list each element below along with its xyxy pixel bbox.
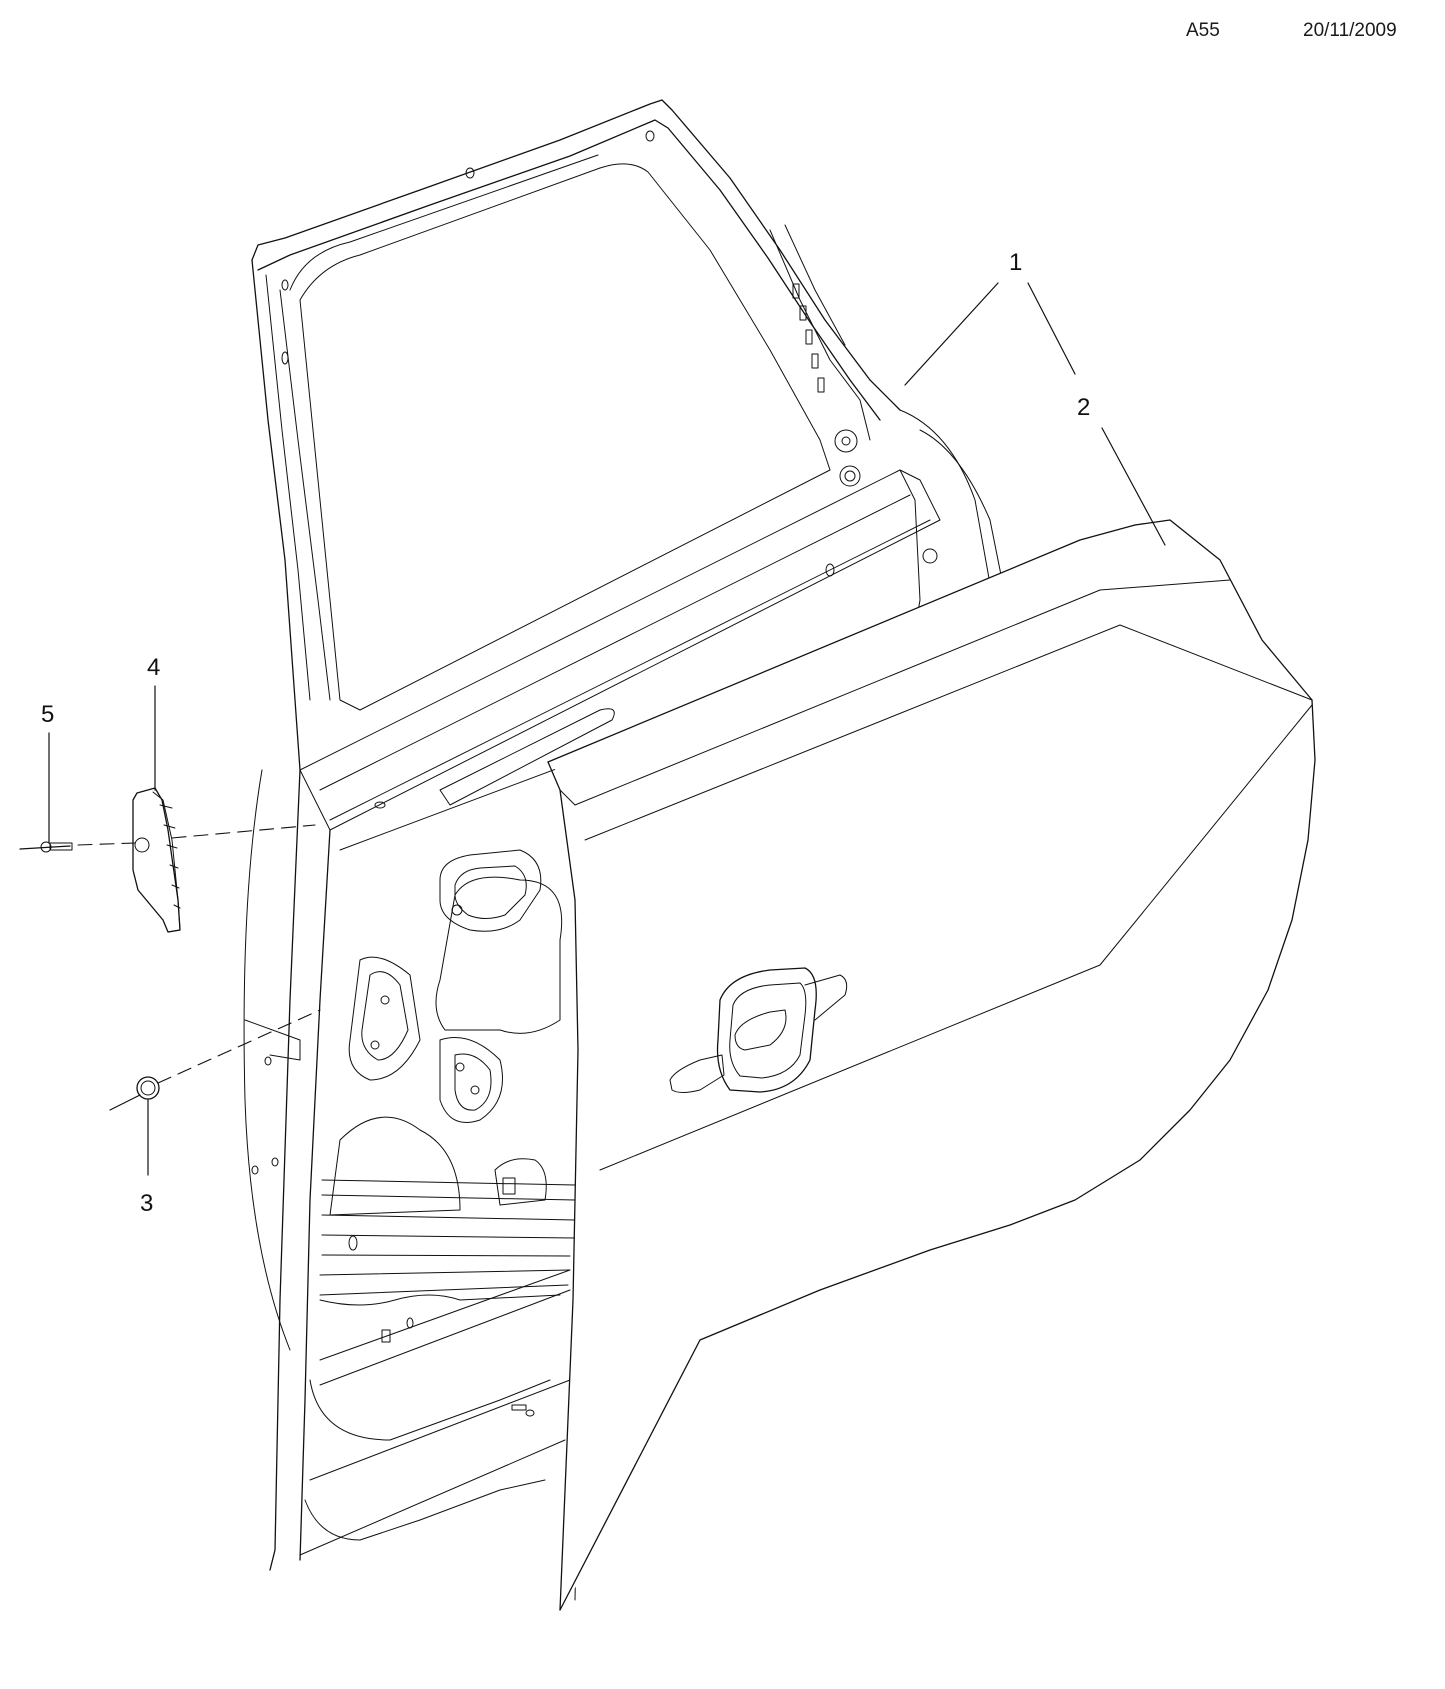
sheet-code: A55 bbox=[1186, 20, 1220, 41]
callout-3-label: 3 bbox=[140, 1190, 153, 1217]
assembly-line-part4 bbox=[171, 824, 316, 839]
part-4-trim-pad bbox=[132, 787, 181, 933]
assembly-line-part3 bbox=[157, 1009, 321, 1084]
callout-2: 2 bbox=[1077, 394, 1166, 546]
callout-4-label: 4 bbox=[147, 654, 160, 681]
callout-5-label: 5 bbox=[41, 701, 54, 728]
callout-2-label: 2 bbox=[1077, 394, 1090, 421]
door-handle bbox=[669, 967, 848, 1093]
assembly-line-part5 bbox=[77, 842, 136, 846]
part-3-grommet bbox=[136, 1076, 160, 1100]
door-outer-skin-panel bbox=[547, 519, 1316, 1611]
part-5-fastener bbox=[19, 841, 73, 853]
callout-1-label: 1 bbox=[1009, 249, 1022, 276]
callout-1: 1 bbox=[904, 249, 1076, 386]
sheet-date: 20/11/2009 bbox=[1303, 20, 1397, 41]
callout-3: 3 bbox=[140, 1099, 153, 1217]
door-frame-inner-panel bbox=[243, 99, 1011, 1601]
callout-5: 5 bbox=[41, 701, 54, 843]
callout-4: 4 bbox=[147, 654, 160, 791]
